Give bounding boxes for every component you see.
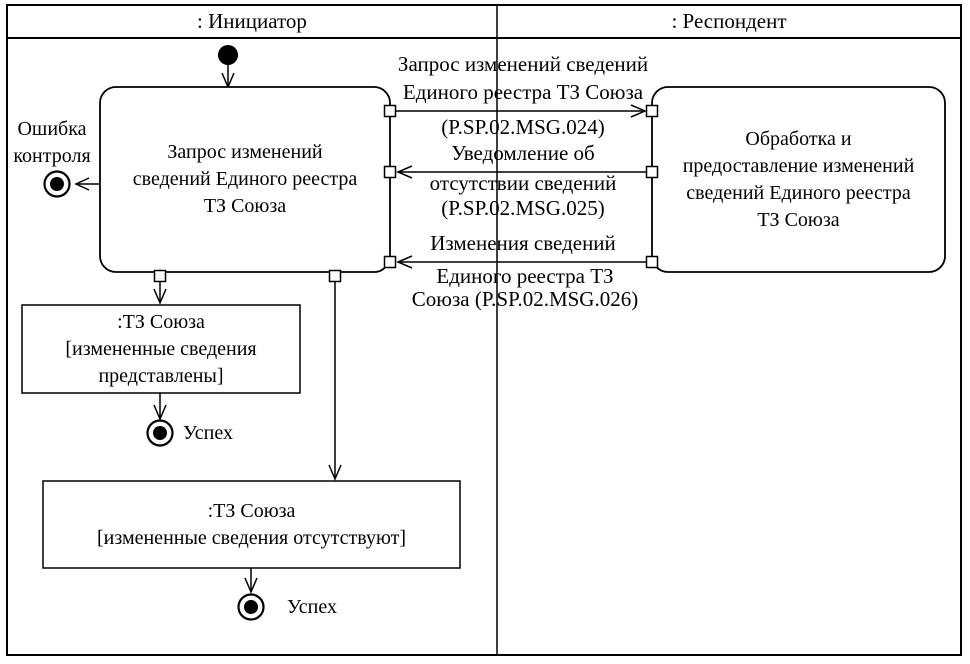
object1-box <box>21 304 301 394</box>
msg2-pin-respondent <box>645 165 659 179</box>
object2-label: :ТЗ Союза [измененные сведения отсутству… <box>43 481 460 568</box>
msg3-label-above: Изменения сведений <box>430 231 616 255</box>
lane-header-respondent: : Респондент <box>671 9 787 33</box>
object1-line2: [измененные сведения <box>65 337 257 360</box>
object1-label: :ТЗ Союза [измененные сведения представл… <box>22 305 300 393</box>
msg1-arrowhead-icon <box>630 104 647 118</box>
respondent-activity-line2: предоставление изменений <box>682 154 915 177</box>
msg1-pin-initiator <box>383 104 397 118</box>
object1-line3: представлены] <box>98 364 224 387</box>
object1-pin <box>153 269 167 283</box>
object2-line1: :ТЗ Союза <box>207 499 296 522</box>
msg2-label-below: отсутствии сведений (P.SP.02.MSG.025) <box>377 171 669 221</box>
msg1-pin-respondent <box>645 104 659 118</box>
initiator-activity-line3: ТЗ Союза <box>203 195 287 217</box>
arrow-to-object1-head-icon <box>153 288 167 305</box>
msg3-label-below-line2: Союза (P.SP.02.MSG.026) <box>411 287 639 311</box>
success1-final-node-dot <box>153 426 167 440</box>
msg3-pin-initiator <box>383 255 397 269</box>
respondent-activity-line1: Обработка и <box>745 127 852 150</box>
diagram-border <box>6 4 962 656</box>
initiator-activity-label: Запрос изменений сведений Единого реестр… <box>100 87 390 272</box>
msg2-label-below-line2: (P.SP.02.MSG.025) <box>441 196 605 220</box>
object1-line1: :ТЗ Союза <box>117 310 205 333</box>
msg3-label-below-line1: Единого реестра ТЗ <box>436 264 614 288</box>
object2-box <box>42 480 461 569</box>
object2-pin <box>328 269 342 283</box>
msg3-label-below: Единого реестра ТЗ Союза (P.SP.02.MSG.02… <box>379 265 671 311</box>
error-arrowhead-icon <box>74 177 90 191</box>
error-label: Ошибка контроля <box>4 116 100 170</box>
arrow-to-object2-head-icon <box>328 464 342 481</box>
msg3-arrowhead-icon <box>396 255 413 269</box>
respondent-activity-label: Обработка и предоставление изменений све… <box>652 87 945 272</box>
msg1-label-above-line2: Единого реестра ТЗ Союза <box>402 80 644 104</box>
msg2-label-above: Уведомление об <box>451 141 595 165</box>
success2-label: Успех <box>287 596 337 618</box>
initiator-activity-box <box>99 86 391 273</box>
msg1-label-above: Запрос изменений сведений Единого реестр… <box>377 50 669 106</box>
initiator-activity-line2: сведений Единого реестра <box>132 168 358 190</box>
initiator-activity-line1: Запрос изменений <box>167 141 323 163</box>
msg3-pin-respondent <box>645 255 659 269</box>
error-label-line2: контроля <box>13 145 91 167</box>
msg2-pin-initiator <box>383 165 397 179</box>
respondent-activity-box <box>651 86 946 273</box>
success2-final-node-dot <box>244 600 258 614</box>
msg2-arrowhead-icon <box>396 165 413 179</box>
arrow-object2-to-success-head-icon <box>244 577 258 594</box>
msg1-label-above-line1: Запрос изменений сведений <box>397 52 649 76</box>
respondent-activity-line3: сведений Единого реестра <box>686 181 911 204</box>
success1-label: Успех <box>183 422 233 444</box>
arrow-object1-to-success-head-icon <box>153 404 167 421</box>
msg2-label-below-line1: отсутствии сведений <box>429 171 617 195</box>
initial-node-icon <box>218 45 238 65</box>
error-final-node-dot <box>50 177 64 191</box>
respondent-activity-line4: ТЗ Союза <box>757 208 840 231</box>
msg1-label-below: (P.SP.02.MSG.024) <box>441 115 605 139</box>
error-label-line1: Ошибка <box>17 118 87 140</box>
lane-header-initiator: : Инициатор <box>197 9 307 33</box>
object2-line2: [измененные сведения отсутствуют] <box>96 526 407 549</box>
